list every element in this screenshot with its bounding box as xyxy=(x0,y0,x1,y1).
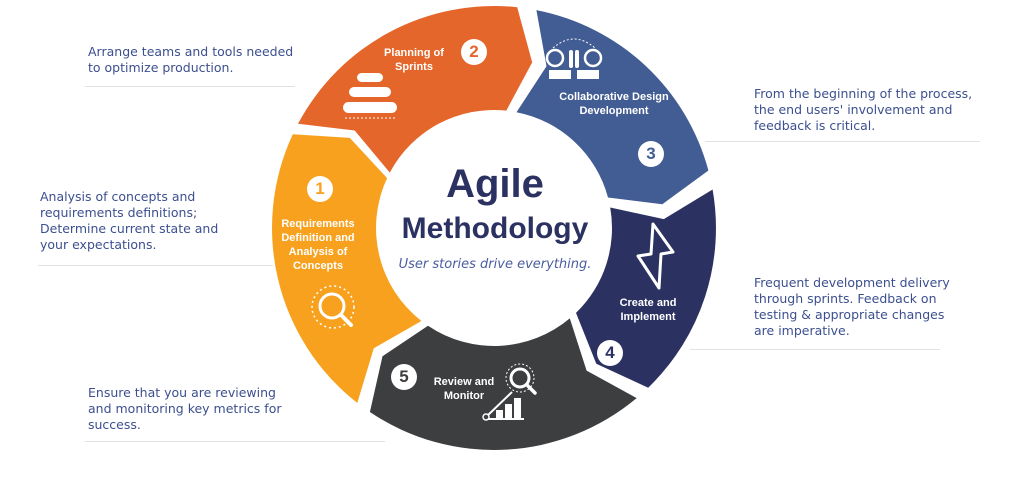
step-2-description: Arrange teams and tools needed to optimi… xyxy=(88,44,294,75)
growth-chart-icon xyxy=(482,363,537,421)
step-1-segment xyxy=(272,134,422,403)
title-methodology: Methodology xyxy=(401,212,589,245)
divider xyxy=(705,141,980,142)
step-4-segment xyxy=(576,189,716,388)
step-5-label: Review and Monitor xyxy=(433,376,495,402)
divider xyxy=(85,441,385,442)
lightning-icon xyxy=(636,222,675,290)
step-5-description: Ensure that you are reviewing and monito… xyxy=(88,385,282,432)
step-2-badge: 2 xyxy=(461,39,487,65)
step-4-description: Frequent development delivery through sp… xyxy=(754,275,950,338)
high-five-icon xyxy=(545,38,603,79)
step-1-description: Analysis of concepts and requirements de… xyxy=(40,189,219,252)
step-3-badge: 3 xyxy=(638,141,664,167)
step-4-badge: 4 xyxy=(597,340,623,366)
step-1-badge: 1 xyxy=(307,176,333,202)
step-1-label: Requirements Definition and Analysis of … xyxy=(281,218,355,272)
subtitle: User stories drive everything. xyxy=(398,257,592,272)
divider xyxy=(38,265,273,266)
title-agile: Agile xyxy=(446,162,544,206)
step-4-label: Create and Implement xyxy=(619,297,677,323)
stack-icon xyxy=(343,73,397,119)
step-2-label: Planning of Sprints xyxy=(384,47,444,73)
divider xyxy=(690,349,940,350)
magnifier-icon xyxy=(311,285,355,329)
step-5-badge: 5 xyxy=(391,364,417,390)
step-3-description: From the beginning of the process, the e… xyxy=(754,86,973,133)
divider xyxy=(85,86,295,87)
step-3-label: Collaborative Design Development xyxy=(559,91,669,117)
step-5-segment xyxy=(369,318,637,450)
